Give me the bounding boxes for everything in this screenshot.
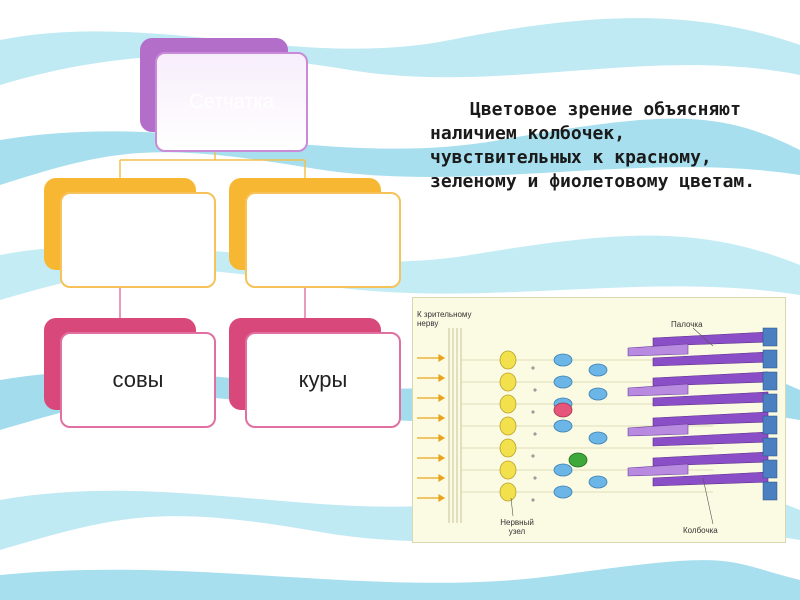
node-rods-label: палочки xyxy=(60,192,216,288)
label-to-nerve: К зрительному нерву xyxy=(417,310,472,328)
label-ganglion: Нервный узел xyxy=(500,518,534,536)
retina-diagram: К зрительному нерву Палочка Нервный узел… xyxy=(412,297,786,543)
node-chickens-label: куры xyxy=(245,332,401,428)
node-owls: совы xyxy=(44,318,216,428)
description-paragraph: Цветовое зрение объясняют наличием колбо… xyxy=(430,98,760,194)
node-root-label: Сетчатка xyxy=(155,52,308,152)
node-cones: колбочки xyxy=(229,178,401,288)
node-rods: палочки xyxy=(44,178,216,288)
node-owls-label: совы xyxy=(60,332,216,428)
node-cones-label: колбочки xyxy=(245,192,401,288)
label-cone: Колбочка xyxy=(683,526,718,535)
node-root: Сетчатка xyxy=(140,38,308,152)
node-chickens: куры xyxy=(229,318,401,428)
retina-illustration xyxy=(417,327,778,525)
green-cone-cell xyxy=(568,452,588,468)
description-text: Цветовое зрение объясняют наличием колбо… xyxy=(430,99,756,192)
label-rod: Палочка xyxy=(671,320,703,329)
red-cone-cell xyxy=(553,402,573,418)
